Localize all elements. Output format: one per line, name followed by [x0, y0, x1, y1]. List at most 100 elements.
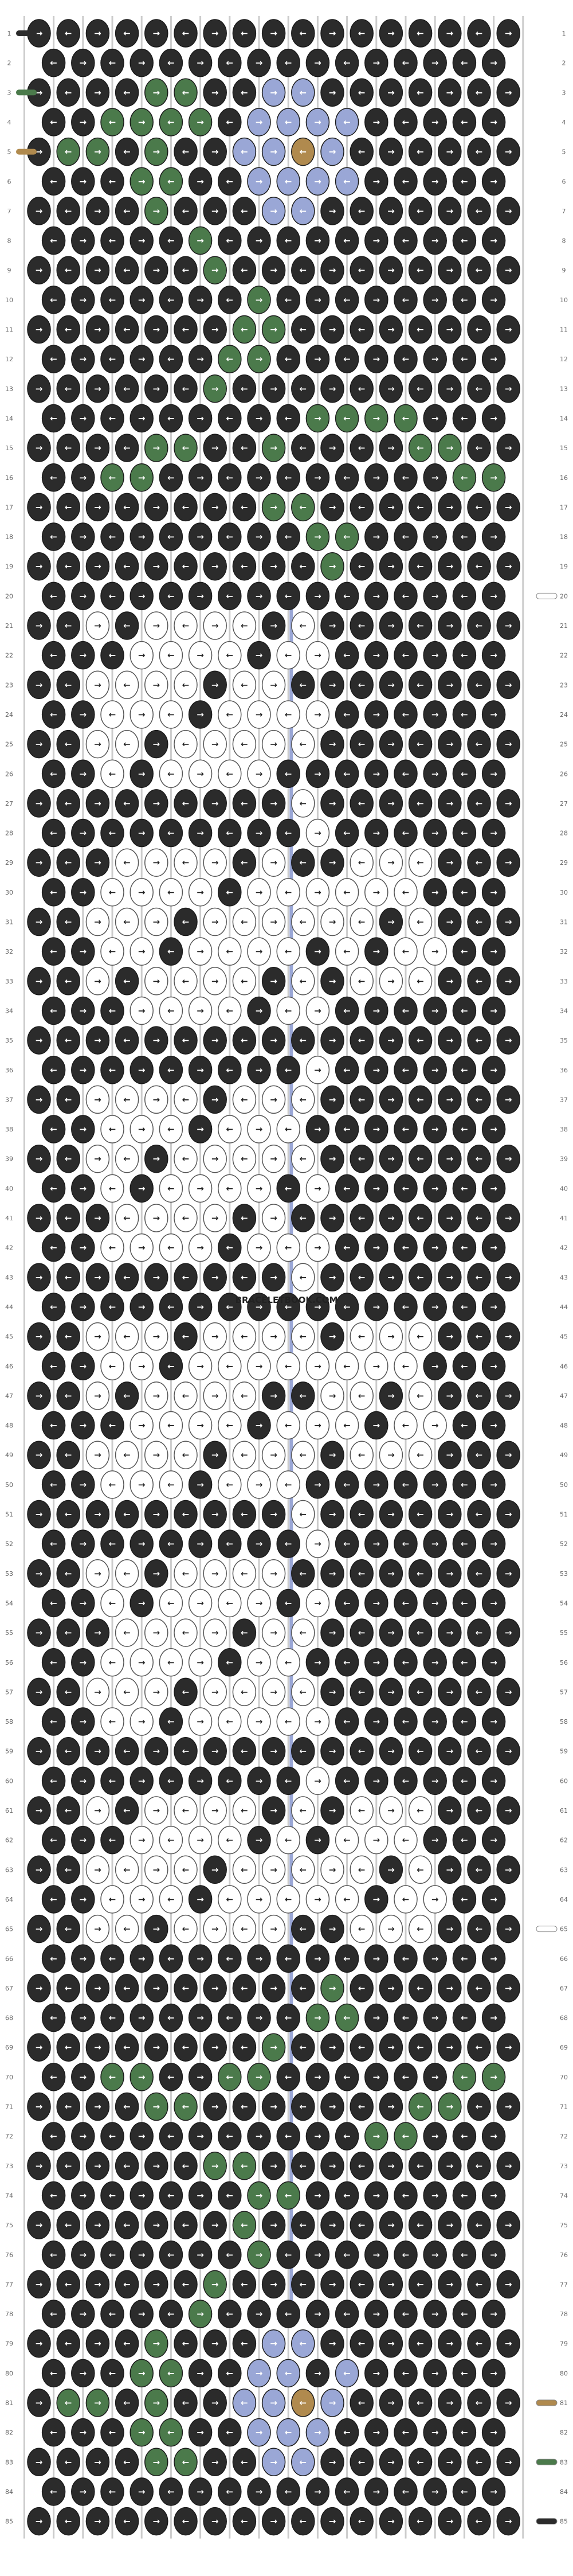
knot-black: → [261, 967, 286, 996]
knot-black: → [305, 2359, 330, 2388]
knot-shape [144, 256, 168, 284]
knot-arrow-icon: → [197, 1894, 204, 1904]
knot-black: ← [276, 463, 300, 492]
knot-green: → [481, 2063, 506, 2091]
knot-arrow-icon: → [387, 502, 395, 512]
knot-black: → [481, 1944, 506, 1973]
knot-arrow-icon: ← [109, 2487, 116, 2497]
knot-black: ← [232, 19, 257, 48]
knot-black: ← [41, 1174, 66, 1203]
knot-arrow-icon: ← [402, 2072, 410, 2082]
knot-arrow-icon: ← [241, 1627, 248, 1638]
knot-black: → [261, 1381, 286, 1410]
knot-arrow-icon: → [211, 2102, 219, 2112]
knot-black: → [423, 1825, 447, 1855]
knot-green: ← [159, 167, 183, 196]
knot-black: → [203, 1263, 227, 1292]
knot-arrow-icon: → [36, 1864, 43, 1875]
knot-arrow-icon: → [270, 1332, 277, 1342]
knot-shape [394, 167, 418, 196]
knot-arrow-icon: ← [241, 1687, 248, 1697]
knot-arrow-icon: ← [461, 2309, 468, 2319]
knot-arrow-icon: ← [343, 2013, 351, 2023]
knot-black: ← [291, 2507, 315, 2536]
knot-arrow-icon: ← [182, 1509, 190, 1520]
knot-arrow-icon: → [505, 561, 512, 572]
knot-black: → [129, 286, 154, 314]
row-number-left: 76 [5, 2251, 13, 2259]
knot-arrow-icon: → [36, 917, 43, 927]
knot-arrow-icon: ← [167, 1302, 175, 1312]
row-number-right: 27 [560, 800, 568, 807]
knot-black: → [496, 2448, 520, 2477]
knot-arrow-icon: ← [402, 1361, 410, 1371]
knot-lavender: ← [335, 108, 359, 136]
knot-arrow-icon: → [197, 2309, 204, 2319]
knot-arrow-icon: ← [417, 1805, 424, 1816]
knot-white: → [261, 1677, 286, 1707]
knot-arrow-icon: ← [123, 265, 131, 275]
knot-black: → [27, 493, 51, 522]
row-number-right: 34 [560, 1007, 568, 1014]
knot-black: → [71, 641, 95, 670]
knot-white: → [129, 996, 154, 1025]
row-number-left: 16 [5, 474, 13, 482]
knot-arrow-icon: ← [358, 1805, 366, 1816]
knot-arrow-icon: ← [65, 2161, 72, 2171]
knot-black: ← [350, 374, 374, 403]
knot-arrow-icon: ← [123, 2102, 131, 2112]
knot-arrow-icon: ← [123, 680, 131, 690]
knot-arrow-icon: → [36, 680, 43, 690]
knot-green: ← [174, 2092, 198, 2121]
knot-green: ← [159, 2418, 183, 2447]
knot-white: → [203, 1796, 227, 1825]
knot-black: ← [218, 1944, 242, 1973]
knot-black: → [144, 2211, 168, 2239]
knot-arrow-icon: → [197, 2013, 204, 2023]
knot-arrow-icon: ← [182, 680, 190, 690]
knot-black: → [379, 1500, 403, 1529]
knot-arrow-icon: → [314, 176, 321, 186]
knot-arrow-icon: → [256, 473, 263, 483]
knot-white: → [203, 1914, 227, 1943]
knot-arrow-icon: → [373, 1775, 380, 1786]
knot-arrow-icon: ← [343, 117, 351, 127]
knot-arrow-icon: → [329, 976, 336, 986]
knot-arrow-icon: → [373, 1005, 380, 1016]
knot-black: ← [467, 2211, 491, 2239]
knot-black: → [188, 404, 213, 433]
knot-black: → [247, 1056, 271, 1084]
knot-arrow-icon: → [431, 2013, 439, 2023]
knot-arrow-icon: ← [476, 1035, 483, 1045]
knot-arrow-icon: ← [65, 620, 72, 631]
knot-arrow-icon: ← [123, 976, 131, 986]
knot-arrow-icon: → [505, 1332, 512, 1342]
knot-black: → [438, 2507, 462, 2536]
knot-arrow-icon: → [80, 1124, 87, 1134]
knot-arrow-icon: ← [109, 1361, 116, 1371]
knot-white: → [423, 1885, 447, 1914]
row-number-right: 29 [560, 859, 568, 867]
knot-black: → [27, 1263, 51, 1292]
row-number-left: 9 [7, 267, 11, 274]
knot-shape [232, 256, 257, 284]
knot-arrow-icon: ← [300, 1391, 307, 1401]
row-number-right: 76 [560, 2251, 568, 2259]
knot-white: → [129, 878, 154, 907]
knot-white: ← [232, 729, 257, 759]
knot-arrow-icon: ← [241, 680, 248, 690]
knot-green: → [247, 2181, 271, 2210]
knot-arrow-icon: ← [50, 2013, 57, 2023]
knot-arrow-icon: ← [476, 2516, 483, 2527]
knot-black: → [320, 2211, 344, 2239]
knot-black: → [423, 1352, 447, 1380]
knot-arrow-icon: ← [300, 1687, 307, 1697]
knot-black: → [85, 1974, 110, 2003]
knot-arrow-icon: ← [300, 857, 307, 868]
knot-white: ← [350, 1796, 374, 1825]
knot-black: → [481, 1115, 506, 1143]
row-number-left: 82 [5, 2429, 13, 2437]
knot-black: ← [350, 1144, 374, 1173]
row-number-left: 51 [5, 1511, 13, 1519]
knot-arrow-icon: → [373, 1361, 380, 1371]
